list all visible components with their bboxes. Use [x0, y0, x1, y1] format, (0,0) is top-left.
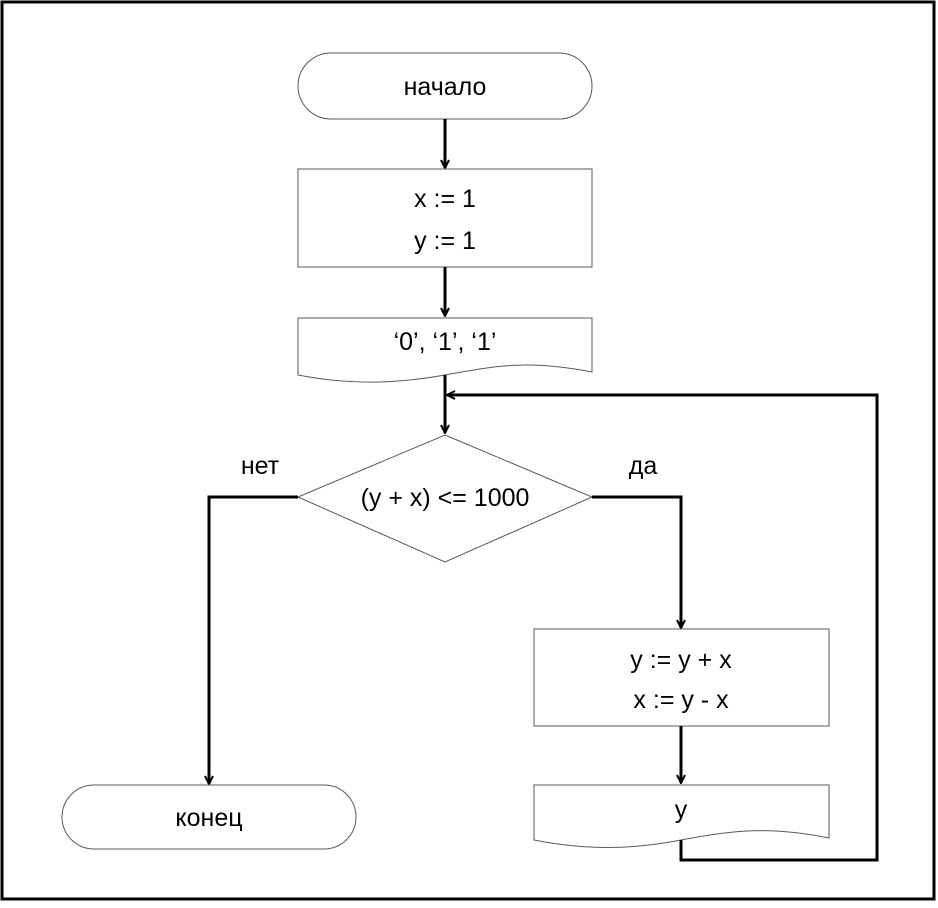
output-y-document	[533, 784, 830, 848]
update-line-1: y := y + x	[630, 646, 732, 674]
init-line-1: x := 1	[414, 185, 476, 213]
update-line-2: x := y - x	[633, 686, 729, 714]
start-label: начало	[404, 73, 487, 101]
initial-output-document	[297, 317, 593, 383]
no-branch-label: нет	[241, 452, 280, 480]
connector-no-branch	[209, 495, 298, 784]
init-line-2: y := 1	[414, 227, 476, 255]
end-label: конец	[175, 804, 242, 832]
connector-loop-back	[447, 395, 879, 862]
init-process-box	[297, 168, 593, 268]
output-y-label: y	[675, 796, 688, 824]
connector-yes-branch	[592, 495, 681, 628]
update-process-box	[533, 628, 830, 727]
condition-label: (y + x) <= 1000	[361, 484, 530, 512]
condition-decision	[296, 434, 594, 563]
yes-branch-label: да	[629, 452, 658, 480]
initial-output-label: ‘0’, ‘1’, ‘1’	[394, 328, 497, 356]
end-terminator	[61, 784, 357, 850]
